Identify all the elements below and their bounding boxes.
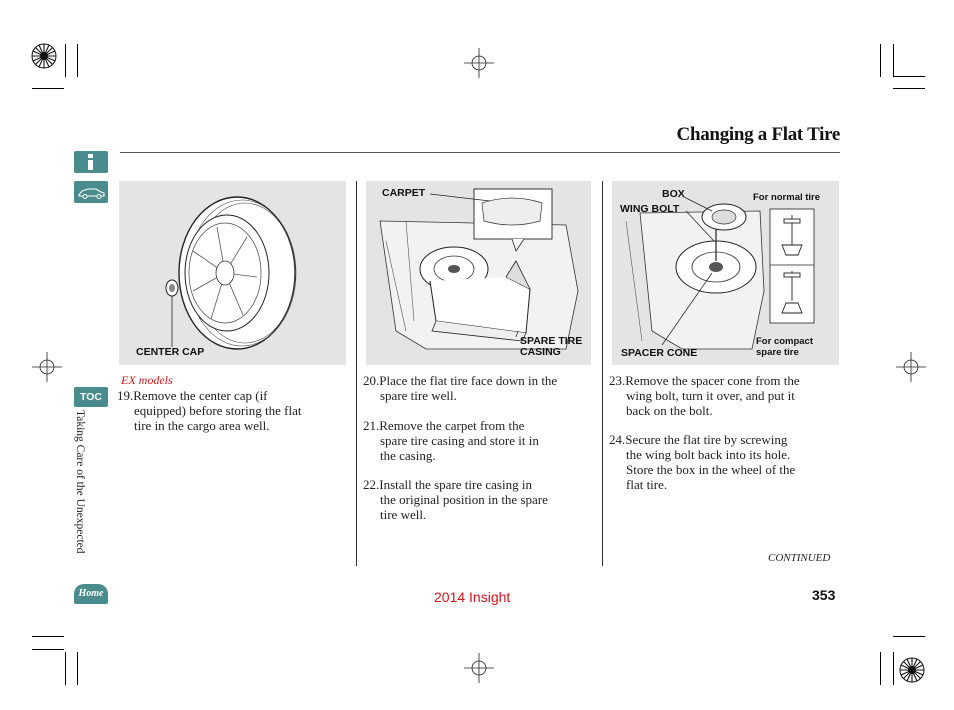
section-label: Taking Care of the Unexpected [74,410,86,554]
toc-button[interactable]: TOC [74,387,108,407]
registration-target-right [896,352,926,382]
callout-spare-tire: SPARE TIRE [520,335,583,347]
page-title: Changing a Flat Tire [676,124,841,145]
figure-wing-bolt: BOX WING BOLT For normal tire SPACER CON… [612,181,839,365]
column-divider-1 [356,181,357,566]
cargo-area-illustration [379,188,579,350]
car-button[interactable] [74,181,108,203]
registration-target-left [32,352,62,382]
model-name: 2014 Insight [434,589,511,605]
step-19: 19.Remove the center cap (if equipped) b… [117,388,302,433]
car-icon [78,188,105,199]
column-divider-2 [602,181,603,566]
spare-well-illustration [625,196,815,350]
tire-illustration [165,196,297,350]
callout-casing: CASING [520,346,561,358]
ex-models-note: EX models [121,373,173,387]
callout-center-cap: CENTER CAP [136,346,205,358]
step-24: 24.Secure the flat tire by screwing the … [609,432,796,492]
callout-box: BOX [662,188,685,200]
step-20: 20.Place the flat tire face down in the … [363,373,558,403]
callout-wing-bolt: WING BOLT [620,203,680,215]
step-21: 21.Remove the carpet from the spare tire… [363,418,539,463]
info-button[interactable] [74,151,108,173]
home-button[interactable]: Home [74,584,108,604]
figure-spare-tire-casing: CARPET SPARE TIRE CASING [366,181,591,365]
home-label: Home [78,588,104,599]
info-icon [88,154,93,170]
registration-star-bottom-right [899,657,925,683]
callout-spacer-cone: SPACER CONE [621,347,698,359]
callout-for-compact: For compact [756,336,814,347]
registration-star-top-left [31,43,57,69]
registration-target-bottom [464,653,494,683]
step-23: 23.Remove the spacer cone from the wing … [609,373,800,418]
toc-label: TOC [80,391,102,403]
title-rule [120,152,840,153]
figure-center-cap: CENTER CAP [119,181,346,365]
page-number: 353 [812,587,836,603]
callout-spare-tire-label: spare tire [756,347,799,358]
continued-label: CONTINUED [768,552,831,564]
callout-for-normal-tire: For normal tire [753,192,821,203]
step-22: 22.Install the spare tire casing in the … [363,477,548,522]
registration-target-top [464,48,494,78]
callout-carpet: CARPET [382,187,426,199]
